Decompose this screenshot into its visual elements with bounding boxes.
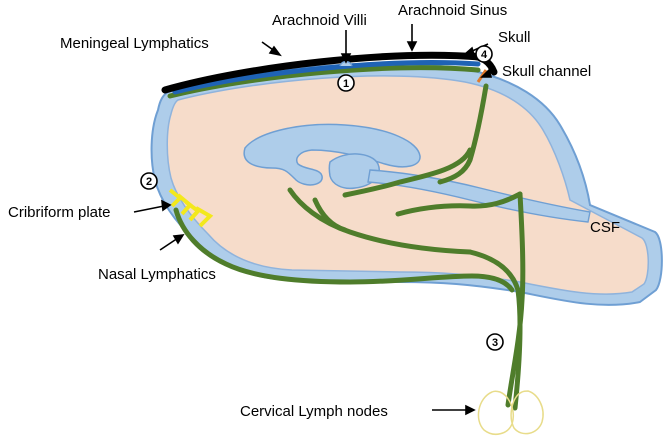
- marker-4: 4: [475, 45, 493, 63]
- lateral-ventricle: [243, 123, 421, 186]
- cervical-trunk-lymphatic-vessel-2: [505, 191, 526, 408]
- cervical-lymph-nodes: [477, 390, 544, 436]
- svg-text:4: 4: [481, 49, 488, 61]
- lymph-node-left: [477, 390, 514, 436]
- third-ventricle: [328, 153, 380, 190]
- label-arachnoid-sinus: Arachnoid Sinus: [398, 2, 507, 19]
- lymph-node-right: [510, 390, 544, 435]
- svg-text:3: 3: [492, 337, 498, 349]
- meningeal-lymphatic-vessel: [167, 65, 481, 99]
- branch-lymphatic-vessel: [395, 191, 523, 217]
- label-cervical-lymph-nodes: Cervical Lymph nodes: [240, 403, 388, 420]
- arrow-nasal-lymphatics: [159, 237, 179, 251]
- arrow-cribriform-plate: [133, 205, 165, 213]
- lymphatic-vessels: [167, 65, 526, 411]
- deep-lymphatic-vessel-2: [312, 197, 348, 233]
- arachnoid-sinus-layer: [172, 60, 481, 95]
- label-arachnoid-villi: Arachnoid Villi: [272, 12, 367, 29]
- deep-lymphatic-vessel-1: [287, 187, 473, 255]
- brain-stem-lymphatic-vessel: [342, 147, 473, 198]
- label-cribriform-plate: Cribriform plate: [8, 204, 111, 221]
- label-nasal-lymphatics: Nasal Lymphatics: [98, 266, 216, 283]
- label-skull: Skull: [498, 29, 531, 46]
- svg-text:1: 1: [343, 78, 349, 90]
- label-skull-channel: Skull channel: [502, 63, 591, 80]
- marker-1: 1: [337, 74, 355, 92]
- skull-layer: [161, 51, 484, 94]
- nasal-lymphatic-vessel: [173, 207, 515, 293]
- svg-text:2: 2: [146, 176, 152, 188]
- cribriform-plate-shape: [168, 188, 214, 228]
- label-meningeal-lymphatics: Meningeal Lymphatics: [60, 35, 209, 52]
- descending-lymphatic-vessel: [437, 83, 489, 185]
- label-csf: CSF: [590, 219, 620, 236]
- marker-2: 2: [140, 172, 158, 190]
- marker-3: 3: [486, 333, 504, 351]
- arrows: [133, 24, 497, 416]
- cervical-trunk-lymphatic-vessel-1: [467, 249, 523, 411]
